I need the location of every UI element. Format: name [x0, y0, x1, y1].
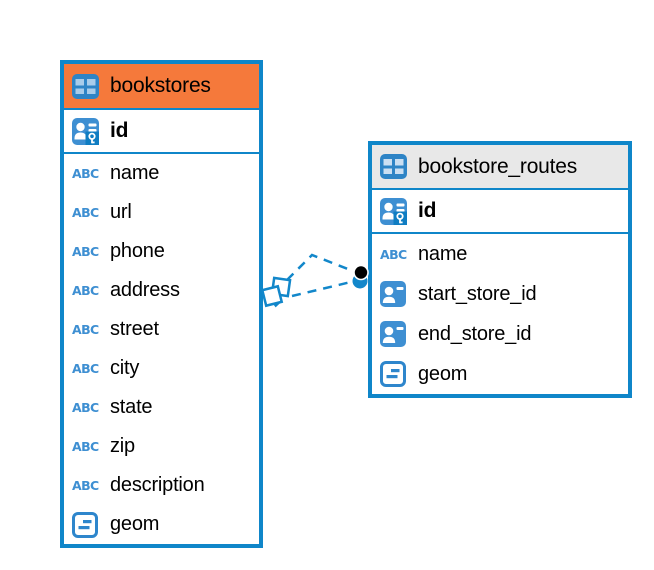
text-type-icon: ABC [72, 478, 99, 493]
column-name: name [418, 242, 468, 265]
column-row[interactable]: ABC url [64, 193, 259, 232]
column-name: geom [110, 513, 160, 535]
column-row[interactable]: geom [64, 505, 259, 544]
text-type-icon: ABC [72, 361, 99, 376]
text-type-icon: ABC [72, 322, 99, 337]
column-row[interactable]: ABC name [372, 234, 628, 274]
primary-key-icon [72, 117, 101, 145]
table-icon [380, 154, 409, 179]
column-name: end_store_id [418, 322, 532, 345]
column-name: phone [110, 240, 165, 262]
geometry-type-icon [380, 361, 409, 387]
column-name: id [418, 199, 437, 222]
column-row[interactable]: ABC phone [64, 232, 259, 271]
table-bookstore-routes[interactable]: bookstore_routes id ABC [368, 141, 632, 398]
table-header-bookstores[interactable]: bookstores [64, 64, 259, 110]
column-list: ABC name start_store_id [372, 234, 628, 394]
column-name: name [110, 162, 160, 184]
table-header-bookstore-routes[interactable]: bookstore_routes [372, 145, 628, 190]
geometry-type-icon [72, 511, 101, 538]
text-type-icon: ABC [380, 246, 407, 262]
relationship-diamond-marker[interactable] [260, 276, 292, 308]
table-title: bookstores [110, 74, 211, 97]
primary-key-row[interactable]: id [372, 190, 628, 234]
column-row[interactable]: end_store_id [372, 314, 628, 354]
column-name: description [110, 474, 205, 496]
foreign-key-icon [380, 281, 409, 307]
primary-key-row[interactable]: id [64, 110, 259, 154]
column-row[interactable]: ABC city [64, 349, 259, 388]
column-name: street [110, 318, 159, 340]
column-row[interactable]: ABC state [64, 388, 259, 427]
primary-key-icon [380, 197, 409, 225]
text-type-icon: ABC [72, 283, 99, 298]
column-row[interactable]: ABC name [64, 154, 259, 193]
table-bookstores[interactable]: bookstores id ABC [60, 60, 263, 548]
column-name: state [110, 396, 153, 418]
column-row[interactable]: geom [372, 354, 628, 394]
column-name: id [110, 119, 129, 142]
column-name: address [110, 279, 180, 301]
relationship-line-2[interactable] [291, 280, 352, 298]
column-row[interactable]: ABC address [64, 271, 259, 310]
foreign-key-icon [380, 321, 409, 347]
column-row[interactable]: ABC zip [64, 427, 259, 466]
relationship-line-1[interactable] [286, 253, 354, 281]
column-row[interactable]: ABC description [64, 466, 259, 505]
text-type-icon: ABC [72, 244, 99, 259]
column-row[interactable]: start_store_id [372, 274, 628, 314]
text-type-icon: ABC [72, 166, 99, 181]
text-type-icon: ABC [72, 400, 99, 415]
table-icon [72, 73, 101, 99]
table-title: bookstore_routes [418, 154, 578, 178]
relationship-circle-marker[interactable] [352, 264, 369, 289]
text-type-icon: ABC [72, 205, 99, 220]
column-row[interactable]: ABC street [64, 310, 259, 349]
column-name: city [110, 357, 140, 379]
text-type-icon: ABC [72, 439, 99, 454]
column-name: geom [418, 362, 468, 385]
column-name: zip [110, 435, 135, 457]
column-name: start_store_id [418, 282, 537, 305]
column-name: url [110, 201, 132, 223]
column-list: ABC name ABC url ABC phone ABC address A… [64, 154, 259, 544]
